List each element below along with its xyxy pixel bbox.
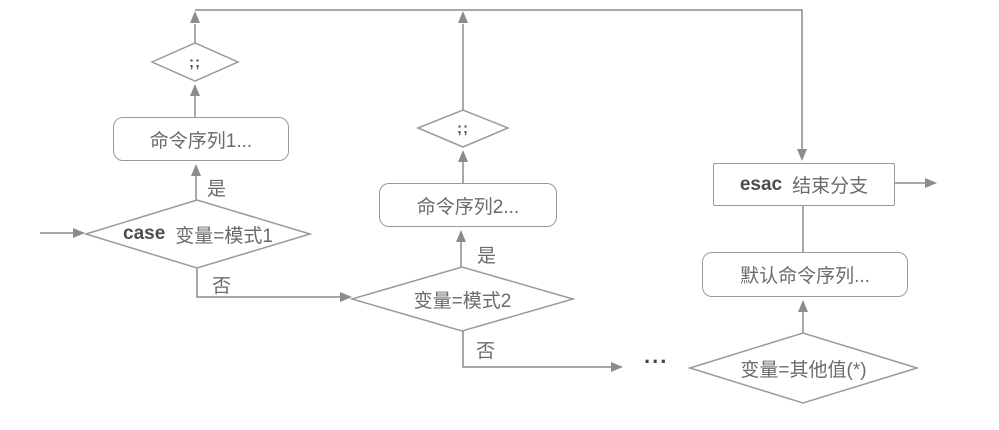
arrowhead-seq2-term2 (458, 150, 468, 162)
pattern2-diamond (349, 266, 576, 332)
arrowhead-entry (73, 228, 85, 238)
term1-diamond (150, 42, 240, 82)
edge-case-no-to-pattern2 (196, 268, 340, 298)
esac-box: esac 结束分支 (713, 163, 895, 206)
arrowhead-case-seq1 (191, 164, 201, 176)
default-seq-label: 默认命令序列... (740, 266, 870, 287)
arrowhead-term1-rail (190, 11, 200, 23)
arrowhead-other-default (798, 300, 808, 312)
seq2-label: 命令序列2... (416, 196, 520, 218)
default-seq-box: 默认命令序列... (702, 252, 908, 297)
arrowhead-term2-rail (458, 11, 468, 23)
other-value-diamond (687, 332, 920, 404)
arrowhead-no2 (611, 362, 623, 372)
case-diamond (83, 199, 313, 269)
arrowhead-esac-exit (925, 178, 937, 188)
esac-label: 结束分支 (792, 176, 869, 197)
arrowhead-seq1-term1 (190, 84, 200, 96)
arrowhead-no1 (340, 292, 352, 302)
seq1-label: 命令序列1... (149, 130, 253, 152)
arrowhead-rail-esac (797, 149, 807, 161)
edge-pattern2-no (462, 331, 611, 368)
edge-top-rail (195, 9, 803, 150)
term2-diamond (416, 109, 510, 148)
arrowhead-pattern2-seq2 (456, 230, 466, 242)
seq2-box: 命令序列2... (379, 183, 557, 227)
esac-keyword: esac (739, 173, 783, 195)
seq1-box: 命令序列1... (113, 117, 289, 161)
